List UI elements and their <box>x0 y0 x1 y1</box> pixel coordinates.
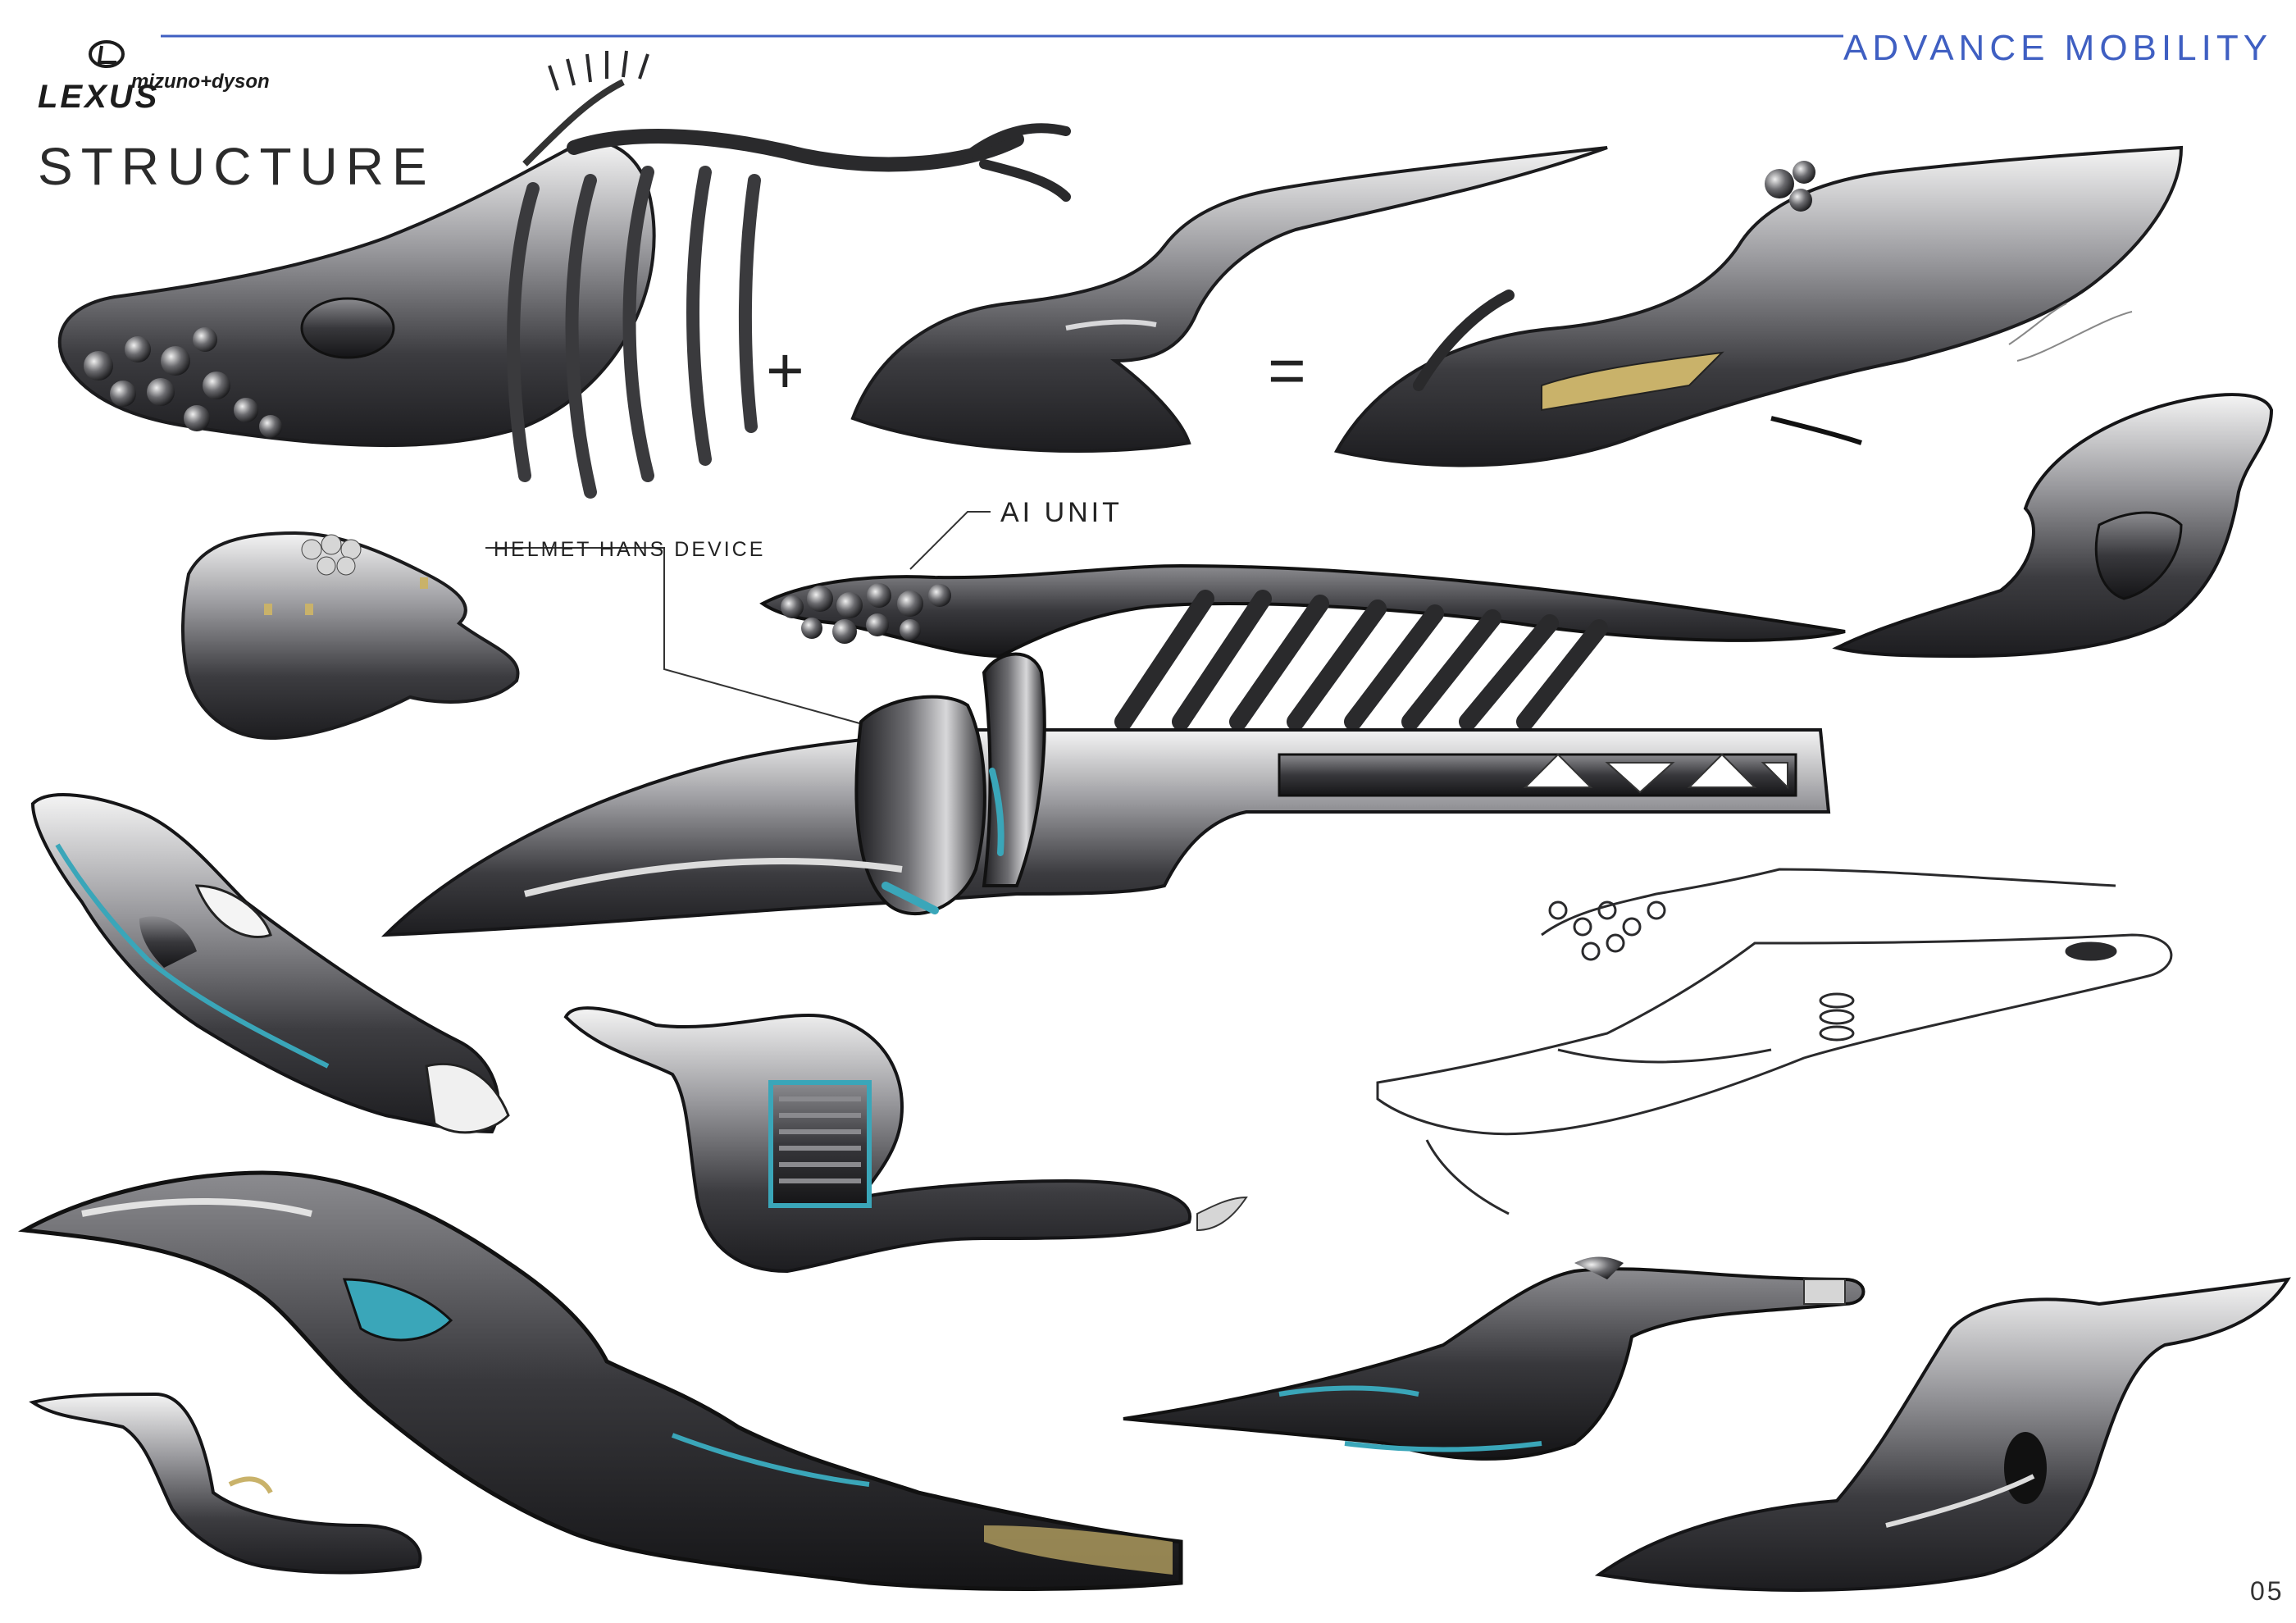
header-title: ADVANCE MOBILITY <box>1843 28 2273 68</box>
outline-line-sketch <box>1376 868 2173 1215</box>
helmet-hans-sketch <box>180 531 520 741</box>
small-seat-sketch <box>29 1392 422 1575</box>
hans-leader-line <box>485 547 878 729</box>
finned-vehicle-sketch <box>1123 1256 1866 1461</box>
pod-top-sketch <box>30 793 510 1134</box>
page-title: STRUCTURE <box>38 137 435 196</box>
large-vehicle-sketch <box>17 1170 1183 1591</box>
plus-sign: + <box>766 334 804 407</box>
lexus-emblem-icon <box>89 40 125 68</box>
dolphin-stroke-sketch <box>850 146 1608 453</box>
ai-unit-label: AI UNIT <box>1000 497 1123 528</box>
lexus-wordmark: LEXUS <box>38 79 160 115</box>
whale-skeleton-sketch <box>57 50 1071 499</box>
swoop-seat-sketch <box>1594 1277 2291 1592</box>
seat-side-sketch <box>1832 393 2274 659</box>
page-number: 05 <box>2250 1576 2285 1606</box>
frame-structure-sketch <box>380 563 1846 937</box>
equals-sign: = <box>1268 334 1306 407</box>
combined-vehicle-sketch <box>1333 145 2184 467</box>
seat-front-sketch <box>563 1006 1248 1274</box>
hans-device-label: HELMET HANS DEVICE <box>494 538 766 561</box>
ai-leader-line <box>909 511 991 570</box>
partner-wordmark: mizuno+dyson <box>131 71 270 93</box>
